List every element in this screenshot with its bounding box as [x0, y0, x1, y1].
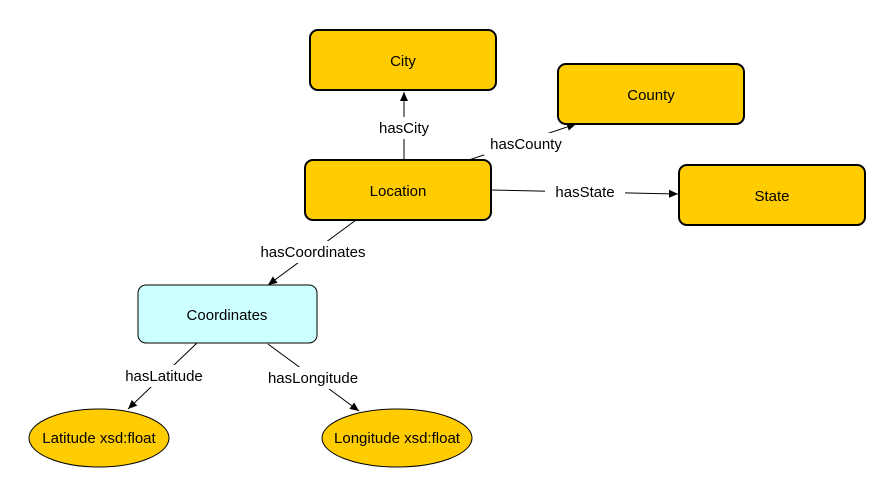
node-label-longitude: Longitude xsd:float [334, 430, 461, 447]
node-label-location: Location [370, 183, 427, 200]
node-state: State [678, 164, 866, 226]
node-label-coordinates: Coordinates [187, 307, 268, 324]
edge-label-has-city: hasCity [379, 120, 430, 137]
edge-label-has-coordinates: hasCoordinates [260, 244, 365, 261]
edge-has-coordinates: hasCoordinates [253, 219, 373, 286]
node-latitude: Latitude xsd:float [28, 408, 170, 468]
node-label-county: County [627, 87, 675, 104]
edge-label-has-longitude: hasLongitude [268, 370, 358, 387]
edge-has-city: hasCity [371, 92, 437, 160]
edge-label-has-latitude: hasLatitude [125, 368, 203, 385]
node-label-city: City [390, 53, 416, 70]
node-location: Location [304, 159, 492, 221]
node-label-latitude: Latitude xsd:float [42, 430, 156, 447]
edge-has-latitude: hasLatitude [116, 342, 212, 410]
edge-has-county: hasCounty [459, 123, 577, 164]
edge-label-has-state: hasState [555, 184, 614, 201]
node-label-state: State [754, 188, 789, 205]
edge-has-longitude: hasLongitude [259, 343, 367, 412]
node-longitude: Longitude xsd:float [321, 408, 473, 468]
edge-has-state: hasState [490, 181, 679, 203]
edge-label-has-county: hasCounty [490, 136, 562, 153]
node-coordinates: Coordinates [137, 284, 318, 344]
node-city: City [309, 29, 497, 91]
node-county: County [557, 63, 745, 125]
